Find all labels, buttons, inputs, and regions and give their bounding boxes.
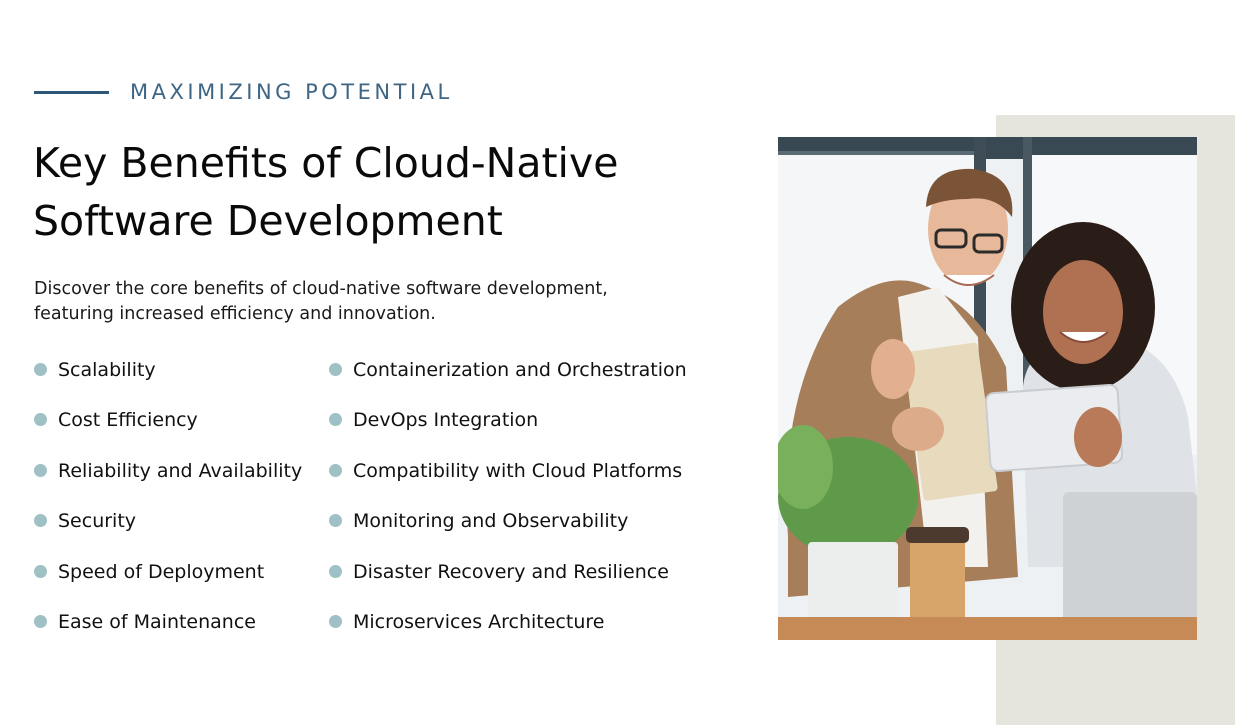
list-item: Ease of Maintenance [34, 609, 302, 659]
bullet-icon [34, 463, 47, 477]
bullet-icon [34, 614, 47, 628]
benefit-label: Compatibility with Cloud Platforms [353, 459, 683, 482]
bullet-icon [329, 413, 342, 427]
bullet-icon [329, 564, 342, 578]
benefits-list-left: Scalability Cost Efficiency Reliability … [34, 357, 302, 659]
list-item: Security [34, 508, 302, 558]
list-item: Scalability [34, 357, 302, 407]
list-item: Disaster Recovery and Resilience [329, 559, 687, 609]
list-item: Microservices Architecture [329, 609, 687, 659]
benefit-label: Microservices Architecture [353, 610, 605, 633]
benefit-label: Containerization and Orchestration [353, 359, 687, 381]
list-item: Containerization and Orchestration [329, 357, 687, 407]
bullet-icon [34, 363, 47, 376]
bullet-icon [34, 514, 47, 528]
bullet-icon [34, 564, 47, 578]
list-item: Speed of Deployment [34, 559, 302, 609]
benefit-label: Scalability [58, 359, 156, 381]
page-title: Key Benefits of Cloud-Native Software De… [33, 139, 619, 245]
eyebrow-divider [34, 90, 109, 94]
list-item: Reliability and Availability [34, 458, 302, 508]
benefit-label: Reliability and Availability [58, 459, 303, 482]
list-item: DevOps Integration [329, 407, 687, 457]
section-eyebrow: MAXIMIZING POTENTIAL [34, 80, 453, 104]
eyebrow-text: MAXIMIZING POTENTIAL [130, 80, 453, 104]
benefit-label: Security [58, 510, 137, 533]
bullet-icon [329, 363, 342, 376]
list-item: Compatibility with Cloud Platforms [329, 458, 687, 508]
list-item: Cost Efficiency [34, 407, 302, 457]
bullet-icon [34, 413, 47, 427]
bullet-icon [329, 514, 342, 528]
team-photo [778, 137, 1197, 640]
intro-paragraph: Discover the core benefits of cloud-nati… [34, 279, 608, 324]
bullet-icon [329, 614, 342, 628]
benefit-label: Ease of Maintenance [58, 610, 256, 633]
benefit-label: Cost Efficiency [58, 409, 198, 432]
benefits-list-right: Containerization and Orchestration DevOp… [329, 357, 687, 659]
bullet-icon [329, 463, 342, 477]
benefit-label: Disaster Recovery and Resilience [353, 560, 669, 583]
benefit-label: Speed of Deployment [58, 560, 265, 583]
benefit-label: DevOps Integration [353, 409, 539, 432]
list-item: Monitoring and Observability [329, 508, 687, 558]
benefit-label: Monitoring and Observability [353, 510, 629, 533]
